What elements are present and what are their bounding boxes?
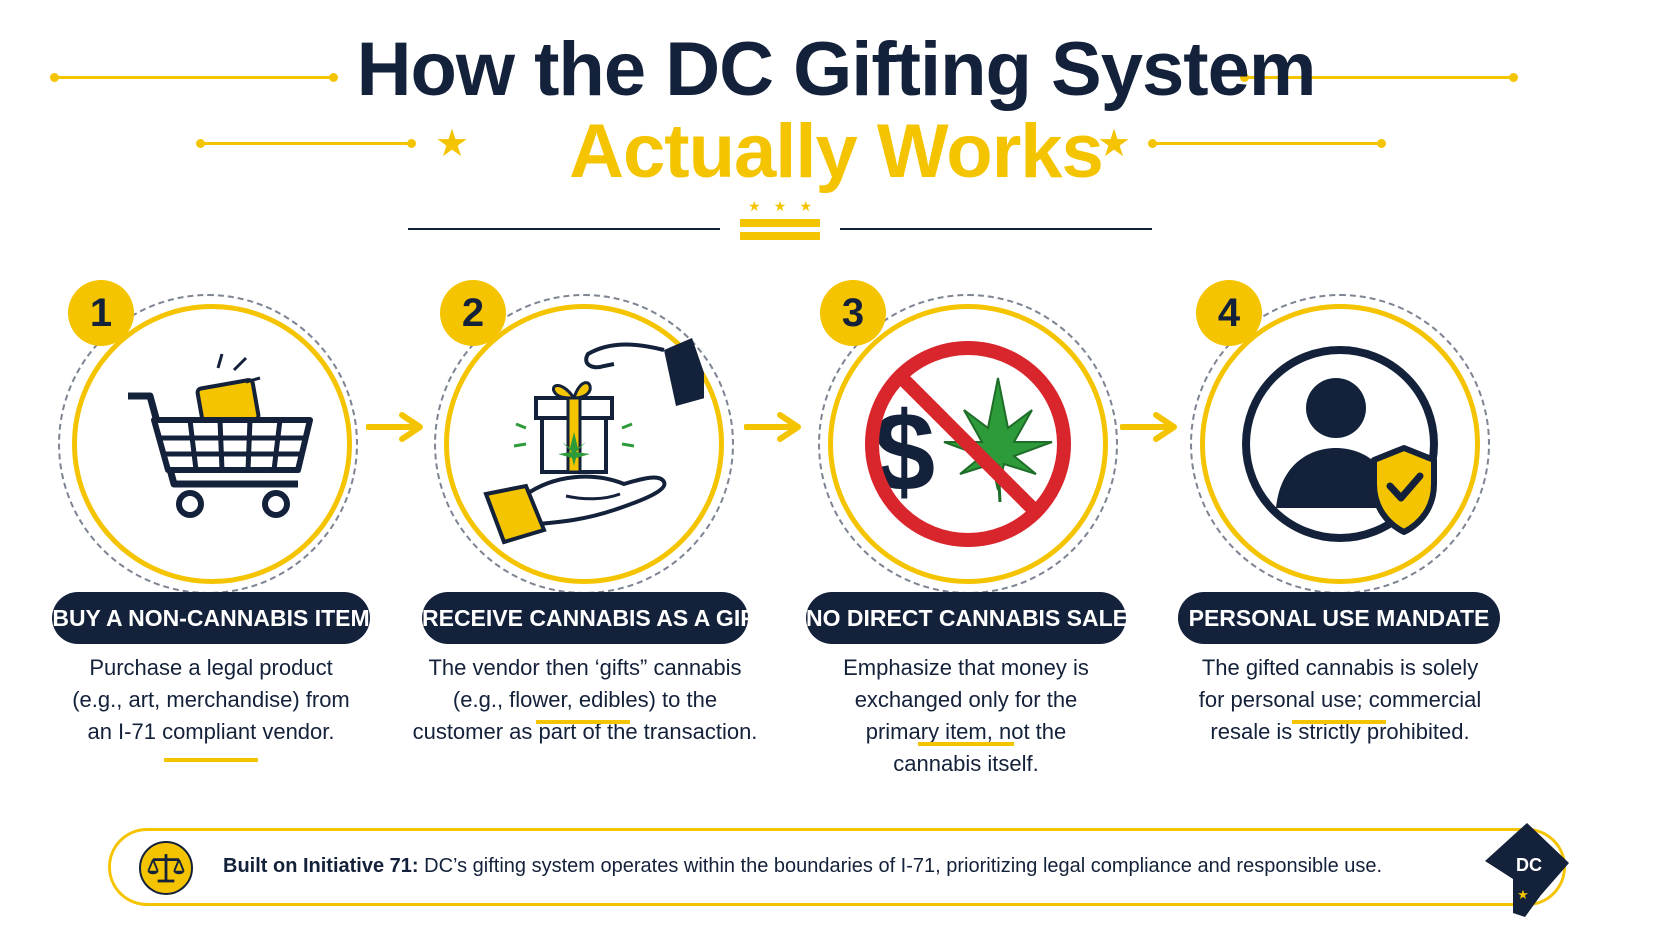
step-3: 3 $ NO DIRECT CANNABIS SALE Emphasize th… [804, 280, 1164, 780]
dc-map-icon: DC ★ [1485, 823, 1569, 917]
footer-bold-text: Built on Initiative 71: [223, 855, 419, 877]
step-number: 2 [440, 280, 506, 346]
footer-text: Built on Initiative 71: DC’s gifting sys… [223, 855, 1382, 878]
arrow-right-icon [366, 412, 423, 442]
step-4: 4 PERSONAL USE MANDATE The gifted cannab… [1176, 280, 1536, 780]
star-icon: ★ [748, 199, 761, 215]
gift-handoff-icon [483, 338, 704, 545]
divider-right [840, 228, 1152, 230]
title-line-1: How the DC Gifting System [356, 27, 1317, 112]
header-line-left-bottom [196, 139, 416, 148]
step-number: 4 [1196, 280, 1262, 346]
step-heading: BUY A NON-CANNABIS ITEM [52, 592, 370, 644]
step-number: 1 [68, 280, 134, 346]
step-1: 1 BUY A NON-CANNABIS ITEM Purchase a leg… [48, 280, 408, 780]
no-cannabis-sale-icon: $ [865, 341, 1071, 547]
star-icon: ★ [435, 121, 470, 165]
dc-map-label: DC [1516, 855, 1542, 875]
step-description: The vendor then ‘gifts” cannabis (e.g., … [412, 655, 758, 744]
title-line-2: Actually Works [569, 109, 1104, 194]
arrow-right-icon [744, 412, 801, 442]
flag-bar [740, 219, 820, 227]
star-icon: ★ [799, 199, 812, 215]
step-underline [1292, 720, 1386, 724]
footer-body-text: DC’s gifting system operates within the … [418, 855, 1383, 877]
star-icon: ★ [1517, 888, 1529, 903]
step-number: 3 [820, 280, 886, 346]
flag-bar [740, 232, 820, 240]
step-underline [536, 720, 630, 724]
dc-flag-icon: ★ ★ ★ [740, 200, 820, 240]
step-underline [918, 742, 1014, 746]
step-description: The gifted cannabis is solely for person… [1198, 655, 1482, 744]
star-icon: ★ [773, 199, 787, 215]
header-line-left-top [50, 73, 338, 82]
footer-banner: Built on Initiative 71: DC’s gifting sys… [108, 823, 1569, 917]
header-line-right-top [1240, 73, 1518, 82]
arrow-right-icon [1120, 412, 1177, 442]
personal-use-shield-icon [1242, 346, 1438, 542]
scales-of-justice-icon [139, 841, 193, 895]
step-2: 2 RECEIVE CANNABIS AS A GIFT The vendor … [413, 280, 780, 780]
shopping-cart-icon [128, 353, 313, 518]
step-heading: NO DIRECT CANNABIS SALE [806, 592, 1128, 644]
step-description: Purchase a legal product (e.g., art, mer… [72, 655, 350, 744]
step-description: Emphasize that money is exchanged only f… [843, 655, 1089, 776]
step-heading: RECEIVE CANNABIS AS A GIFT [422, 592, 768, 644]
header-line-right-bottom [1148, 139, 1386, 148]
step-heading: PERSONAL USE MANDATE [1178, 592, 1500, 644]
step-underline [164, 758, 258, 762]
star-icon: ★ [1097, 121, 1132, 165]
divider-left [408, 228, 720, 230]
